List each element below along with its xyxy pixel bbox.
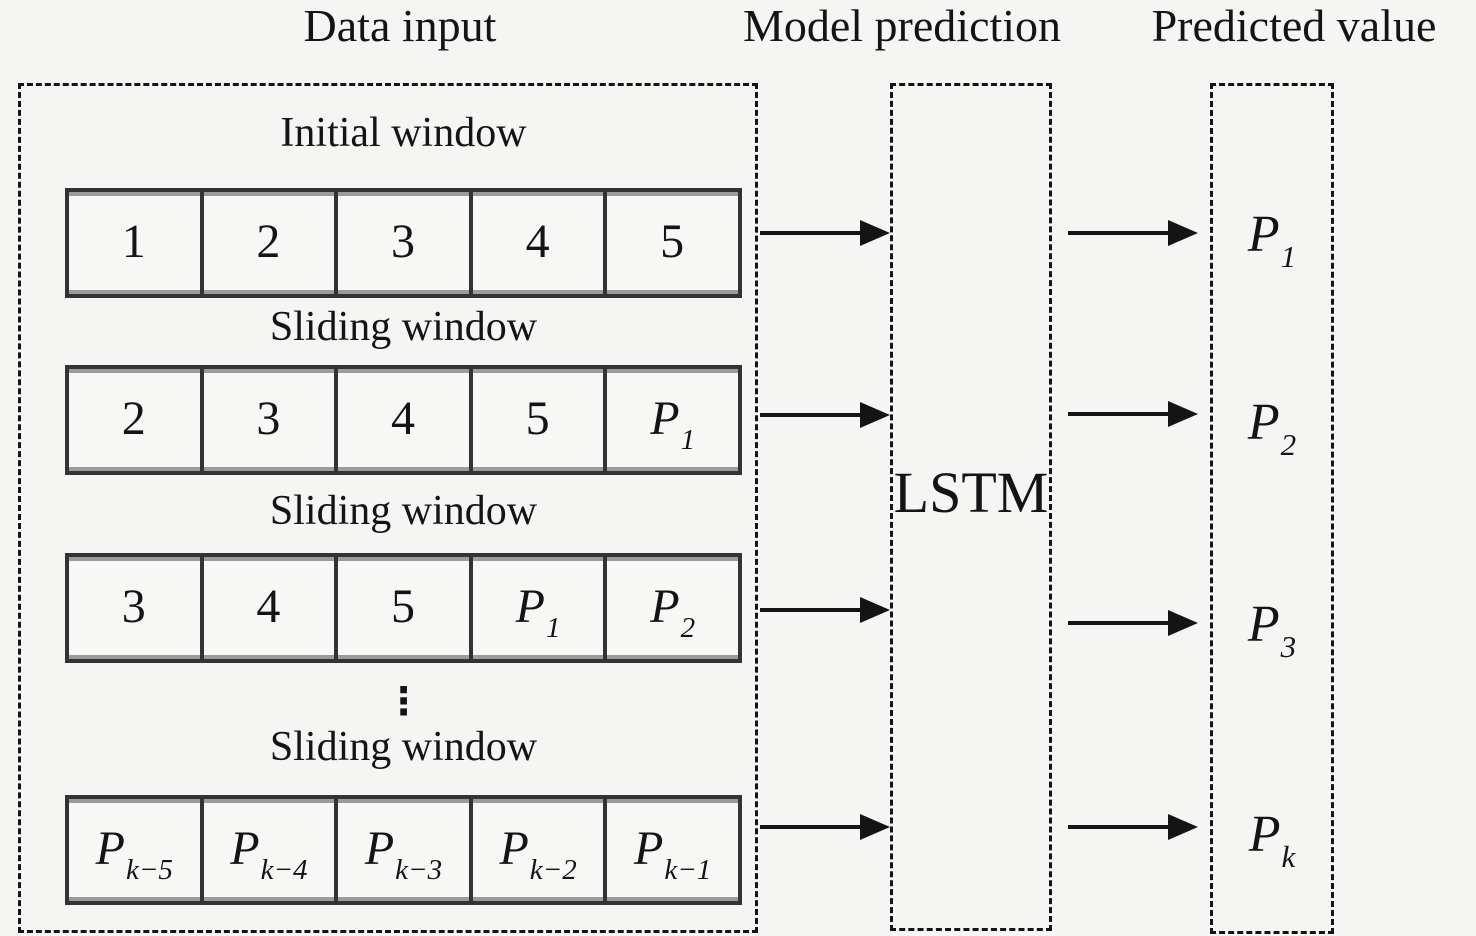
window-cell: Pk−4 bbox=[199, 799, 335, 901]
window-cell: P2 bbox=[603, 557, 738, 659]
window-cell: P1 bbox=[603, 369, 738, 471]
window-cell: Pk−3 bbox=[334, 799, 469, 901]
window-cell: 1 bbox=[121, 215, 146, 268]
predicted-value: P3 bbox=[1247, 596, 1297, 664]
column-header-data-input: Data input bbox=[303, 0, 497, 51]
window-cell: Pk−2 bbox=[468, 799, 604, 901]
predicted-value: P2 bbox=[1247, 394, 1297, 462]
model-label: LSTM bbox=[893, 460, 1049, 525]
window-row-initial: 1 2 3 4 5 bbox=[65, 188, 742, 298]
predicted-value: P1 bbox=[1247, 206, 1297, 274]
window-cell: 2 bbox=[121, 392, 146, 445]
window-cell: 4 bbox=[468, 192, 604, 294]
window-cell: 5 bbox=[603, 192, 738, 294]
window-cell: Pk−1 bbox=[603, 799, 738, 901]
window-label-initial: Initial window bbox=[280, 110, 527, 156]
window-cell: 3 bbox=[121, 580, 146, 633]
model-prediction-panel: LSTM bbox=[890, 83, 1052, 931]
vertical-ellipsis: ⋮ bbox=[384, 679, 423, 723]
column-header-predicted-value: Predicted value bbox=[1151, 0, 1437, 51]
flow-arrow-input-2 bbox=[760, 402, 890, 428]
window-row-sliding-2: 3 4 5 P1 P2 bbox=[65, 553, 742, 663]
window-label-sliding-1: Sliding window bbox=[269, 304, 538, 350]
window-row-sliding-1: 2 3 4 5 P1 bbox=[65, 365, 742, 475]
window-cell: 2 bbox=[199, 192, 335, 294]
flow-arrow-input-4 bbox=[760, 814, 890, 840]
window-cell: 4 bbox=[199, 557, 335, 659]
window-label-sliding-2: Sliding window bbox=[269, 488, 538, 534]
flow-arrow-input-1 bbox=[760, 220, 890, 246]
flow-arrow-output-4 bbox=[1068, 814, 1198, 840]
predicted-value: Pk bbox=[1248, 806, 1296, 874]
column-header-model-prediction: Model prediction bbox=[742, 0, 1062, 51]
window-cell: 3 bbox=[199, 369, 335, 471]
data-input-panel: Initial window 1 2 3 4 5 Sliding window … bbox=[18, 83, 758, 933]
window-row-sliding-3: Pk−5 Pk−4 Pk−3 Pk−2 Pk−1 bbox=[65, 795, 742, 905]
window-cell: 5 bbox=[468, 369, 604, 471]
flow-arrow-output-2 bbox=[1068, 401, 1198, 427]
window-cell: Pk−5 bbox=[95, 822, 173, 886]
window-cell: 5 bbox=[334, 557, 469, 659]
window-cell: P1 bbox=[468, 557, 604, 659]
flow-arrow-input-3 bbox=[760, 597, 890, 623]
predicted-value-panel: P1 P2 P3 Pk bbox=[1210, 83, 1334, 934]
window-label-sliding-3: Sliding window bbox=[269, 724, 538, 770]
window-cell: 4 bbox=[334, 369, 469, 471]
window-cell: 3 bbox=[334, 192, 469, 294]
flow-arrow-output-1 bbox=[1068, 220, 1198, 246]
flow-arrow-output-3 bbox=[1068, 610, 1198, 636]
